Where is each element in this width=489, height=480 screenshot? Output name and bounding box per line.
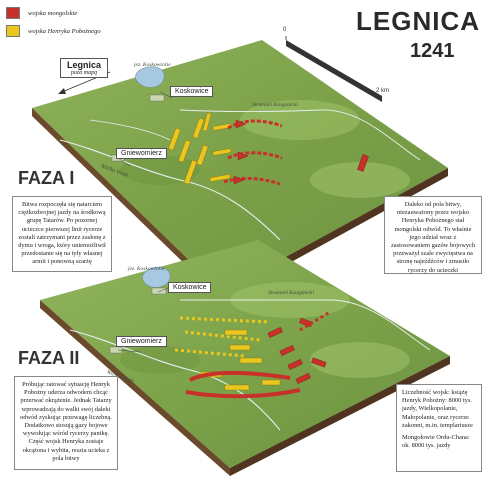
- note-text: Próbując ratować sytuację Henryk Pobożny…: [20, 381, 112, 462]
- legnica-sub: poza mapą: [70, 70, 98, 76]
- callout-lines: [117, 91, 173, 353]
- place-koskowice: Koskowice: [170, 86, 214, 97]
- stream-label: Strumień Księginicki: [252, 102, 298, 108]
- scale-zero: 0: [283, 27, 287, 33]
- page-title: LEGNICA: [356, 6, 480, 36]
- legend-swatch-yellow: [6, 25, 20, 37]
- legend-label: wojska Henryka Pobożnego: [28, 27, 101, 35]
- lake-label: jez. Koskowickie: [134, 62, 171, 68]
- place-gniewomierz: Gniewomierz: [116, 148, 167, 159]
- phase-2-heading: FAZA II: [18, 348, 80, 368]
- note-text: Daleko od pola bitwy, niezauważony przez…: [390, 201, 476, 274]
- note-phase1-right: Daleko od pola bitwy, niezauważony przez…: [384, 196, 482, 274]
- note-phase2-left: Próbując ratować sytuację Henryk Pobożny…: [14, 376, 118, 470]
- legend-label: wojska mongolskie: [28, 9, 78, 17]
- note-phase2-right: Liczebność wojsk: książę Henryk Pobożny:…: [396, 384, 482, 472]
- legend-item-henryk: wojska Henryka Pobożnego: [6, 22, 156, 40]
- note-phase1-left: Bitwa rozpoczęła się natarciem ciężkozbr…: [12, 196, 112, 272]
- phase2-map: [40, 240, 450, 476]
- note-text: Mongołowie Ordu-Chana: ok. 8000 tys. jaz…: [402, 434, 470, 450]
- note-text: Bitwa rozpoczęła się natarciem ciężkozbr…: [18, 201, 106, 266]
- note-text: Liczebność wojsk: książę Henryk Pobożny:…: [402, 389, 473, 429]
- legnica-name: Legnica: [67, 60, 102, 70]
- scale-bar: [285, 36, 382, 102]
- legend: wojska mongolskie wojska Henryka Pobożne…: [6, 4, 156, 40]
- place-koskowice: Koskowice: [168, 282, 212, 293]
- legend-item-mongol: wojska mongolskie: [6, 4, 156, 22]
- battle-year: 1241: [410, 40, 455, 62]
- place-gniewomierz: Gniewomierz: [116, 336, 167, 347]
- legnica-label: Legnica poza mapą: [60, 58, 109, 78]
- phase-1-heading: FAZA I: [18, 168, 75, 188]
- stream-label: Strumień Księginicki: [268, 290, 314, 296]
- legend-swatch-red: [6, 7, 20, 19]
- lake-label: jez. Koskowickie: [128, 266, 165, 272]
- scale-end: 2 km: [376, 88, 390, 94]
